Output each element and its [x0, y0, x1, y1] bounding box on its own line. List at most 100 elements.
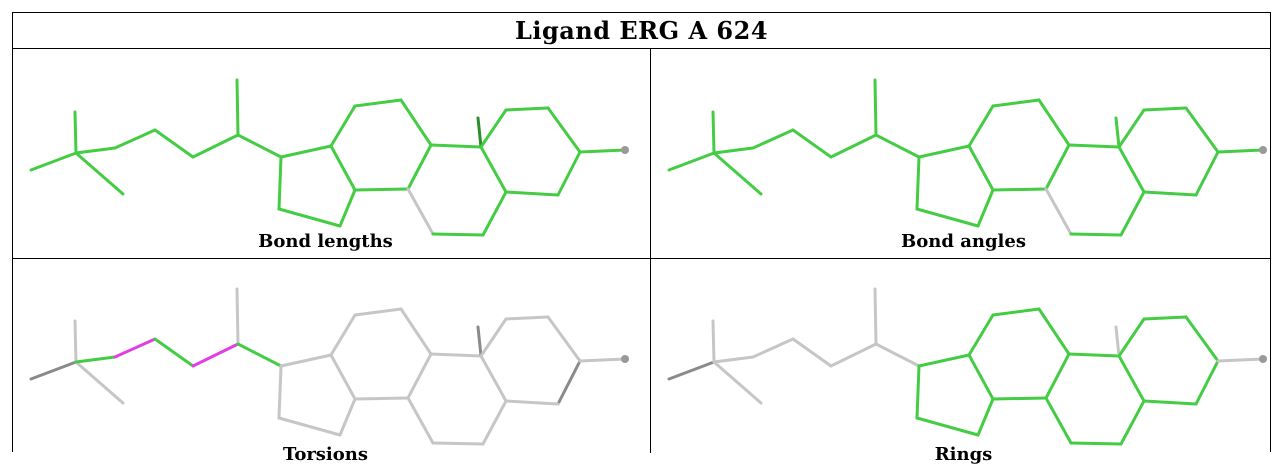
bond-q-c1	[712, 355, 755, 364]
bond-g3-oh	[578, 148, 627, 154]
bond-c3-c4	[191, 342, 240, 368]
bond-f3-f4	[1117, 145, 1146, 194]
bond-c4-m3	[873, 78, 878, 137]
bond-f2-f3	[1119, 190, 1146, 237]
bond-g4-f3	[1142, 399, 1198, 406]
bond-tl-q	[29, 151, 78, 172]
bond-c3-c4	[829, 342, 878, 368]
bond-f4-m4	[476, 116, 483, 149]
bond-d4-d5	[329, 353, 357, 401]
bond-e1-e2	[353, 307, 403, 317]
panel-label: Bond lengths	[258, 231, 393, 252]
molecule-torsions	[29, 287, 629, 446]
bond-f3-f4	[479, 145, 508, 194]
panel-label: Torsions	[282, 444, 369, 465]
bond-f1-f2	[431, 232, 485, 237]
bond-e4-d4	[991, 187, 1048, 192]
bond-f2-f3	[481, 190, 508, 237]
bond-q-m2	[712, 151, 763, 196]
bond-g3-g4	[556, 359, 582, 406]
bond-g3-oh	[1216, 357, 1265, 363]
bond-d2-d3	[277, 416, 342, 437]
oxygen-atom	[1259, 146, 1267, 154]
bond-d5-e1	[967, 313, 995, 357]
bond-g3-g4	[1194, 359, 1220, 406]
bond-c4-m3	[873, 287, 878, 346]
bond-q-m1	[73, 110, 78, 155]
bond-d3-d4	[976, 188, 995, 228]
bond-q-m2	[712, 360, 763, 405]
bond-q-c1	[74, 355, 117, 364]
oxygen-atom	[1259, 355, 1267, 363]
bond-f4-g1	[1117, 317, 1146, 358]
bond-e4-d4	[991, 396, 1048, 401]
bond-f4-g1	[1117, 108, 1146, 149]
bond-f1-f2	[1069, 232, 1123, 237]
bond-f4-e3	[429, 352, 483, 358]
bond-e3-e4	[406, 143, 433, 191]
molecule-bond-angles	[667, 78, 1267, 237]
bond-f1-f2	[1069, 441, 1123, 446]
bond-e2-e3	[1037, 307, 1071, 356]
bond-g4-f3	[504, 190, 560, 197]
panel-label: Bond angles	[901, 231, 1026, 252]
panel-label: Rings	[934, 444, 993, 465]
bond-e4-f1	[1044, 187, 1073, 236]
bond-e3-e4	[1044, 352, 1071, 400]
bond-q-m2	[74, 151, 125, 196]
bond-g1-g2	[1142, 106, 1188, 112]
bond-g4-f3	[504, 399, 560, 406]
panel-torsions: Torsions	[13, 259, 638, 467]
bond-c1-c2	[113, 128, 157, 150]
bond-f4-e3	[429, 143, 483, 149]
bond-tl-q	[29, 360, 78, 381]
bond-f4-g1	[479, 317, 508, 358]
bond-g2-g3	[1184, 106, 1220, 154]
bond-f4-m4	[1114, 116, 1121, 149]
bond-g2-g3	[1184, 315, 1220, 363]
bond-g3-g4	[556, 150, 582, 197]
bond-q-m2	[74, 360, 125, 405]
bond-c2-c3	[153, 337, 195, 368]
bond-c2-c3	[153, 128, 195, 159]
bond-c4-d1	[236, 342, 283, 368]
bond-e1-e2	[991, 307, 1041, 317]
bond-d1-d2	[277, 155, 283, 211]
bond-e2-e3	[399, 307, 433, 356]
panel-bond-lengths: Bond lengths	[13, 50, 638, 258]
bond-d5-d1	[917, 353, 971, 368]
bond-e3-e4	[1044, 143, 1071, 191]
bond-g2-g3	[546, 106, 582, 154]
bond-e3-e4	[406, 352, 433, 400]
ligand-table: Ligand ERG A 624 Bond lengths Bond angle…	[12, 12, 1271, 465]
bond-g3-oh	[578, 357, 627, 363]
bond-e2-e3	[399, 98, 433, 147]
bond-g3-oh	[1216, 148, 1265, 154]
bond-d2-d3	[277, 207, 342, 228]
oxygen-atom	[621, 355, 629, 363]
bond-c1-c2	[113, 337, 157, 359]
bond-d1-d2	[915, 364, 921, 420]
bond-f4-m4	[1114, 325, 1121, 358]
bond-e4-f1	[406, 187, 435, 236]
bond-c4-d1	[874, 133, 921, 159]
bond-c3-c4	[191, 133, 240, 159]
bond-e2-e3	[1037, 98, 1071, 147]
bond-c4-m3	[235, 287, 240, 346]
table-title: Ligand ERG A 624	[13, 13, 1270, 49]
bond-d2-d3	[915, 207, 980, 228]
molecule-bond-lengths	[29, 78, 629, 237]
bond-d3-d4	[338, 397, 357, 437]
bond-f4-g1	[479, 108, 508, 149]
oxygen-atom	[621, 146, 629, 154]
bond-d5-e1	[967, 104, 995, 148]
bond-g1-g2	[504, 315, 550, 321]
column-divider	[650, 49, 651, 453]
bond-g2-g3	[546, 315, 582, 363]
bond-tl-q	[667, 151, 716, 172]
bond-q-m1	[711, 319, 716, 364]
bond-d4-d5	[967, 144, 995, 192]
bond-q-c1	[712, 146, 755, 155]
bond-tl-q	[667, 360, 716, 381]
bond-f3-f4	[479, 354, 508, 403]
